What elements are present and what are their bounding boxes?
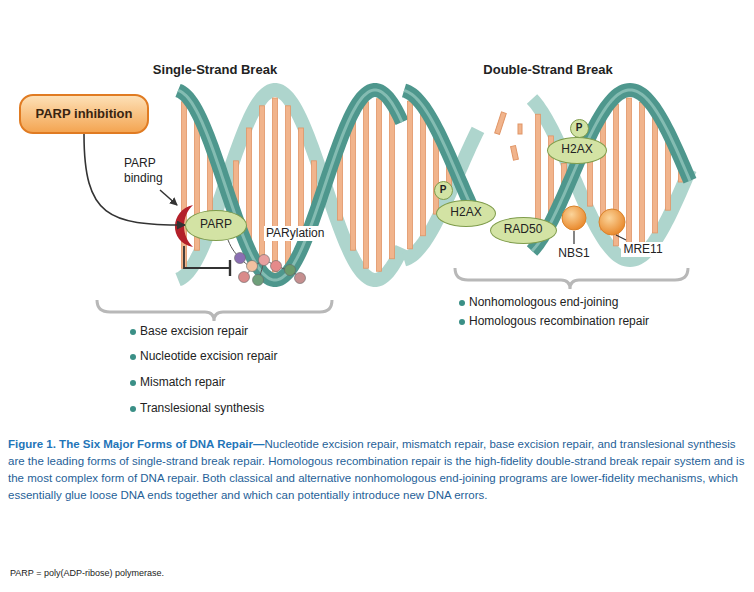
curly-bracket <box>455 268 688 289</box>
node-text: PARP inhibition <box>35 107 132 122</box>
adp-ribose-bead <box>259 255 270 266</box>
caption-block: Figure 1. The Six Major Forms of DNA Rep… <box>8 436 746 504</box>
base-pair <box>364 102 369 268</box>
leader-line <box>573 231 574 244</box>
single-strand-helix <box>178 90 402 280</box>
base-pair <box>421 114 426 236</box>
mre11-protein <box>599 209 625 235</box>
list-item: Nucleotide excision repair <box>140 349 277 364</box>
broken-helix-left <box>404 91 478 260</box>
protein-label: MRE11 <box>621 242 664 257</box>
phosphate-circle: P <box>434 181 453 200</box>
leader-line <box>616 235 626 240</box>
list-bullet <box>459 300 465 306</box>
list-item: Base excision repair <box>140 324 248 339</box>
annotation-label: PARylation <box>264 226 326 241</box>
strand-highlight <box>178 90 402 280</box>
figure-title: Figure 1. The Six Major Forms of DNA Rep… <box>8 438 264 450</box>
protein-oval: RAD50 <box>490 217 557 244</box>
panel-heading: Double-Strand Break <box>483 62 612 77</box>
base-pair <box>640 103 645 248</box>
node-text: PARP <box>200 218 232 232</box>
adp-ribose-bead <box>285 265 296 276</box>
protein-oval: PARP <box>185 210 247 241</box>
list-bullet <box>130 354 136 360</box>
list-bullet <box>459 319 465 325</box>
list-item: Translesional synthesis <box>140 401 264 416</box>
base-pair <box>273 98 278 272</box>
back-strand <box>178 90 402 280</box>
annotation-label: PARP binding <box>124 156 180 186</box>
adp-ribose-bead <box>247 261 258 272</box>
protein-oval: H2AX <box>547 137 607 164</box>
loose-base-fragment <box>511 146 519 161</box>
base-pair <box>653 117 658 233</box>
base-pair <box>351 120 356 250</box>
list-bullet <box>130 329 136 335</box>
node-text: P <box>440 184 447 196</box>
base-pair <box>377 99 382 272</box>
base-pair <box>434 136 439 214</box>
node-text: H2AX <box>561 143 592 157</box>
adp-ribose-bead <box>239 272 250 283</box>
inhibition-box: PARP inhibition <box>19 94 149 134</box>
list-bullet <box>130 380 136 386</box>
nbs1-protein <box>562 206 586 230</box>
parylation-chain <box>228 240 300 280</box>
node-text: P <box>576 122 583 134</box>
inhibition-line <box>184 246 229 268</box>
protein-oval: H2AX <box>436 200 496 227</box>
panel-heading: Single-Strand Break <box>153 62 277 77</box>
list-bullet <box>130 406 136 412</box>
base-pair <box>390 111 395 259</box>
list-item: Homologous recombination repair <box>469 314 649 329</box>
base-pair <box>299 128 304 242</box>
adp-ribose-bead <box>295 273 306 284</box>
connector-arrow <box>84 134 185 225</box>
binding-arrow <box>160 190 177 205</box>
node-text: RAD50 <box>504 223 543 237</box>
inhibition-bar <box>229 260 231 276</box>
list-item: Mismatch repair <box>140 375 225 390</box>
curly-bracket <box>97 300 332 321</box>
protein-label: NBS1 <box>556 246 591 261</box>
broken-helix-right <box>532 90 690 260</box>
adp-ribose-bead <box>235 253 246 264</box>
phosphate-circle: P <box>570 119 589 138</box>
adp-ribose-bead <box>253 275 264 286</box>
footnote: PARP = poly(ADP-ribose) polymerase. <box>10 566 164 581</box>
loose-base-fragment <box>495 112 507 134</box>
base-pair <box>247 128 252 242</box>
list-item: Nonhomologous end-joining <box>469 295 618 310</box>
front-strand <box>178 90 402 280</box>
base-pair <box>627 98 632 252</box>
loose-base-fragment <box>518 124 522 134</box>
base-pair <box>408 101 413 249</box>
node-text: H2AX <box>450 206 481 220</box>
adp-ribose-bead <box>271 261 282 272</box>
